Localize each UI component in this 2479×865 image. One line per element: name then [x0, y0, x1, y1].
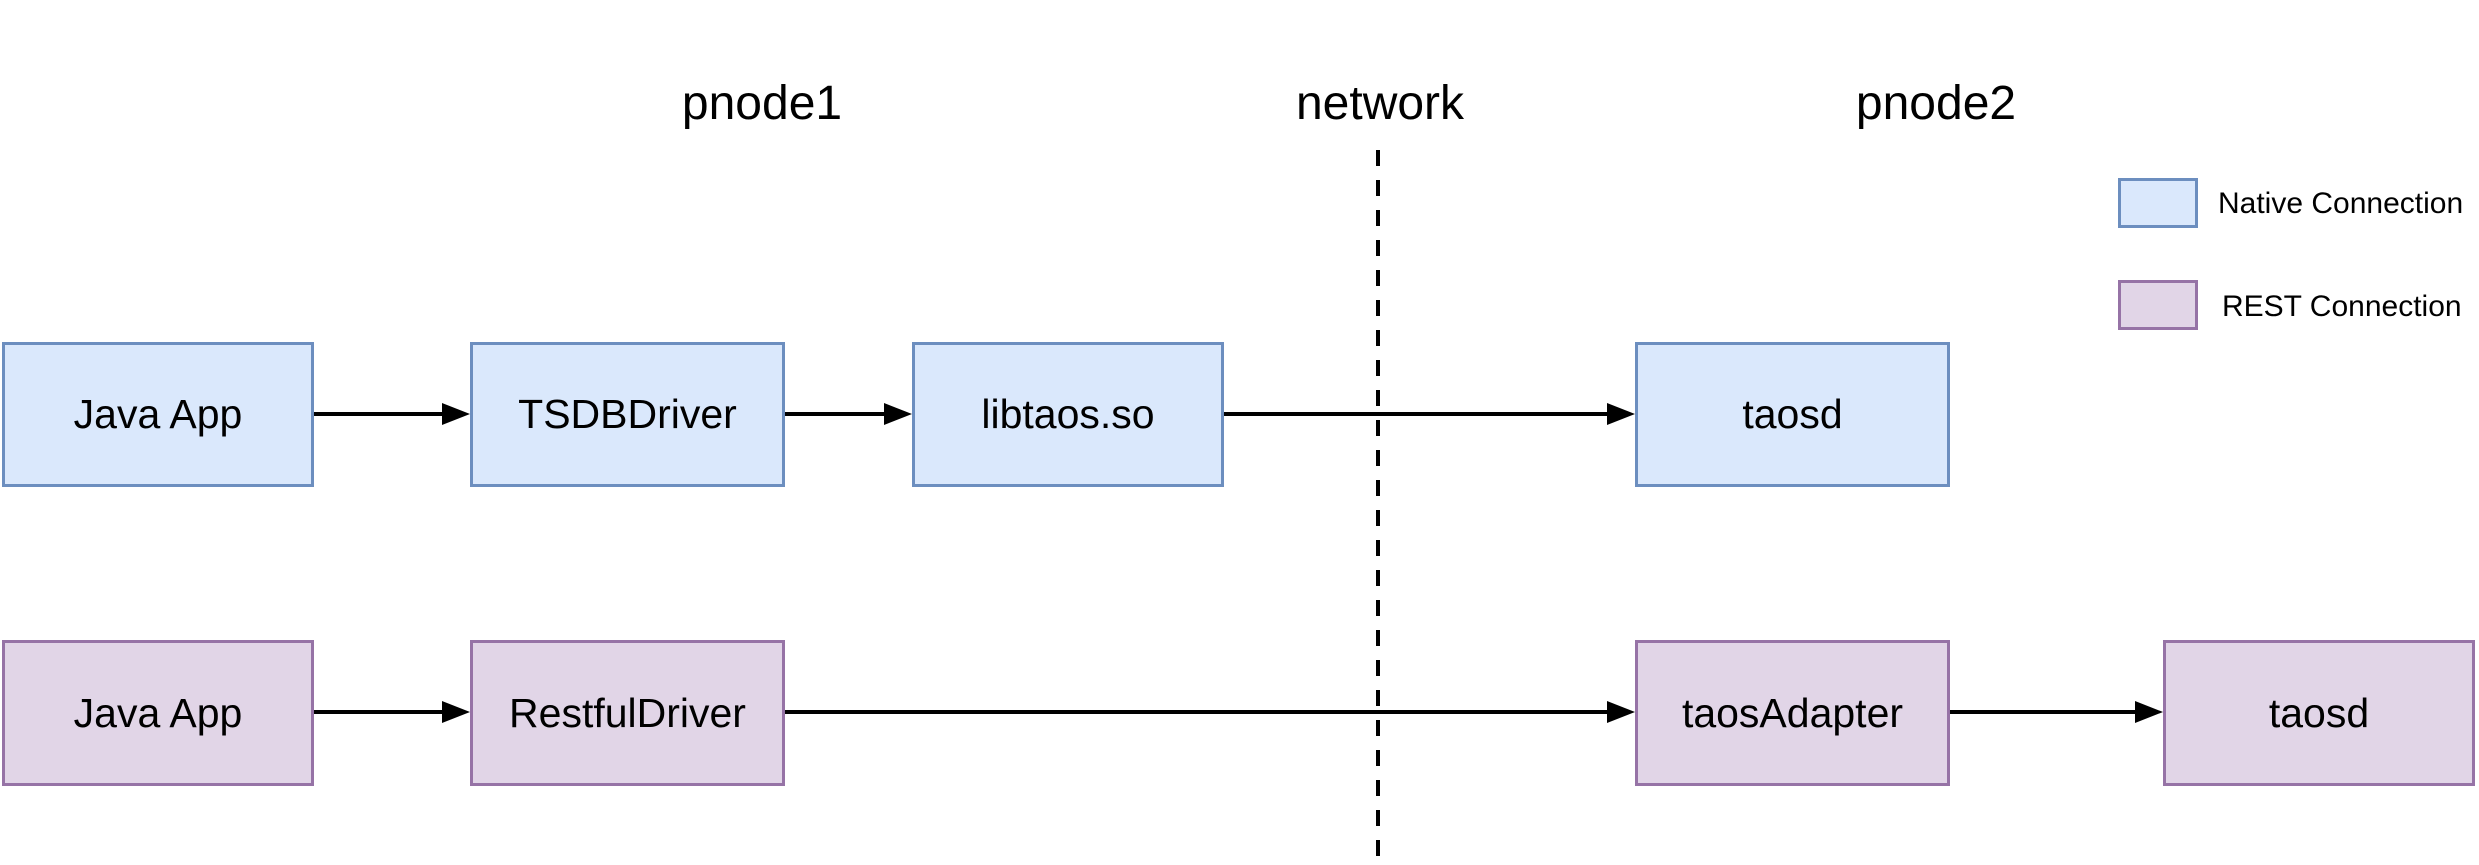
zone-label-network: network	[1295, 77, 1465, 130]
node-label: RestfulDriver	[509, 689, 746, 736]
node-taosadapter: taosAdapter	[1635, 640, 1950, 786]
zone-label-pnode1: pnode1	[681, 77, 843, 130]
arrow-head	[1607, 701, 1635, 723]
arrow-shaft	[785, 710, 1611, 714]
node-label: TSDBDriver	[518, 391, 737, 437]
arrow-shaft	[314, 710, 446, 714]
zone-label-pnode2: pnode2	[1855, 77, 2017, 130]
arrow-head	[884, 403, 912, 425]
arrow-shaft	[785, 412, 888, 416]
node-label: Java App	[73, 689, 243, 736]
node-label: libtaos.so	[981, 391, 1155, 437]
node-taosd-native: taosd	[1635, 342, 1950, 487]
node-java-app-native: Java App	[2, 342, 314, 487]
node-label: Java App	[73, 391, 243, 437]
network-divider-dashed-line	[1376, 150, 1380, 865]
node-label: taosAdapter	[1681, 689, 1904, 736]
legend-swatch-rest-connection	[2118, 280, 2198, 330]
node-label: taosd	[1742, 391, 1843, 437]
arrow-tsdbdriver-to-libtaos	[785, 403, 912, 425]
node-libtaos-so: libtaos.so	[912, 342, 1224, 487]
arrow-head	[442, 701, 470, 723]
arrow-javaapp-to-restfuldriver	[314, 701, 470, 723]
arrow-shaft	[1950, 710, 2139, 714]
legend-swatch-native-connection	[2118, 178, 2198, 228]
arrow-libtaos-to-taosd	[1224, 403, 1635, 425]
arrow-restfuldriver-to-taosadapter	[785, 701, 1635, 723]
node-taosd-rest: taosd	[2163, 640, 2475, 786]
legend-label-rest-connection: REST Connection	[2222, 290, 2462, 323]
arrow-javaapp-to-tsdbdriver	[314, 403, 470, 425]
arrow-taosadapter-to-taosd	[1950, 701, 2163, 723]
arrow-shaft	[1224, 412, 1611, 416]
node-label: taosd	[2268, 689, 2370, 736]
node-restfuldriver: RestfulDriver	[470, 640, 785, 786]
node-tsdbdriver: TSDBDriver	[470, 342, 785, 487]
node-java-app-rest: Java App	[2, 640, 314, 786]
legend-label-native-connection: Native Connection	[2218, 187, 2464, 220]
arrow-head	[442, 403, 470, 425]
arrow-shaft	[314, 412, 446, 416]
arrow-head	[2135, 701, 2163, 723]
arrow-head	[1607, 403, 1635, 425]
